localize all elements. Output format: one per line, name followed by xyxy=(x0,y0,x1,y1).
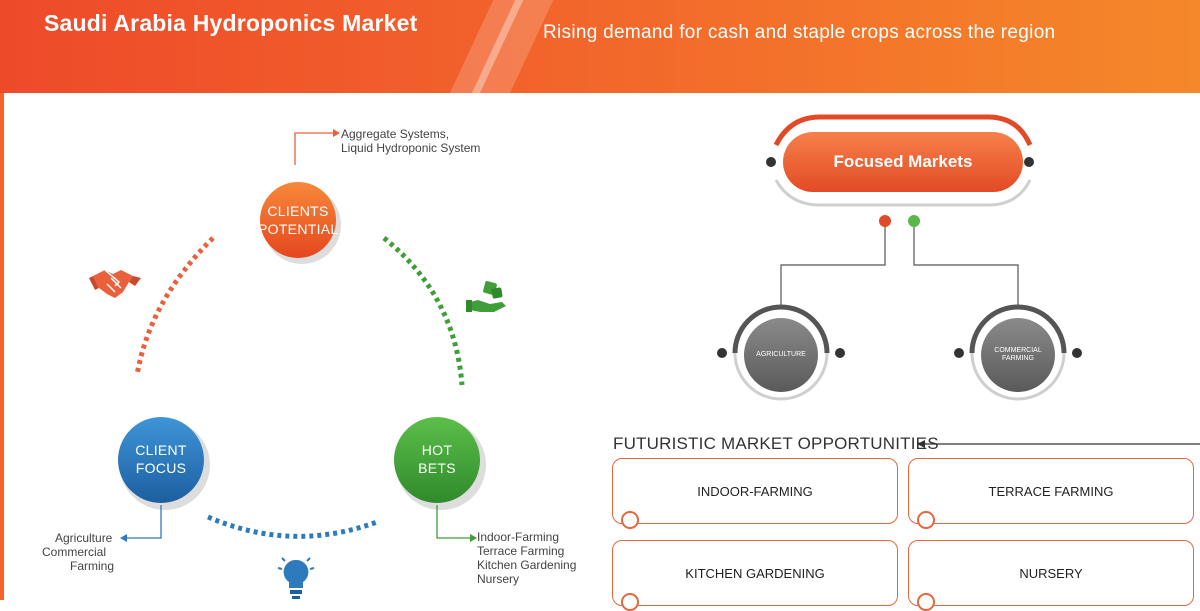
agriculture-ring-accent xyxy=(732,304,830,354)
hot-bets-arrow xyxy=(470,534,477,542)
clients-potential-circle xyxy=(260,182,336,258)
focused-markets-pill xyxy=(783,132,1023,192)
hot-bets-note: Indoor-Farming Terrace Farming Kitchen G… xyxy=(477,530,577,586)
focused-markets-arc-top xyxy=(773,114,1033,147)
handshake-icon xyxy=(89,269,141,298)
focused-markets-arc-bottom xyxy=(774,179,1032,207)
opportunity-box-kitchen-gardening: KITCHEN GARDENING xyxy=(612,540,898,611)
money-hand-icon xyxy=(466,281,506,312)
green-dot xyxy=(908,215,920,227)
hot-bets-circle xyxy=(394,417,480,503)
agriculture-label: AGRICULTURE xyxy=(756,351,806,358)
header-banner: Saudi Arabia Hydroponics Market Rising d… xyxy=(0,0,1200,93)
opportunity-box-terrace-farming: TERRACE FARMING xyxy=(908,458,1194,529)
opportunity-box-indoor-farming: INDOOR-FARMING xyxy=(612,458,898,529)
clients-potential-label: CLIENTS POTENTIAL xyxy=(258,203,339,237)
connector-right xyxy=(913,227,1019,305)
opportunity-label: TERRACE FARMING xyxy=(988,483,1114,499)
opportunity-label: KITCHEN GARDENING xyxy=(685,565,825,581)
client-focus-note: Agriculture Commercial Farming xyxy=(42,531,115,573)
commercial-farming-ring-accent xyxy=(969,304,1067,354)
pill-right-dot xyxy=(1024,157,1034,167)
focused-markets-label: Focused Markets xyxy=(833,152,973,171)
opportunities-arrow-head xyxy=(917,440,925,448)
opportunities-title: FUTURISTIC MARKET OPPORTUNITIES xyxy=(613,434,939,453)
client-focus-circle xyxy=(118,417,204,503)
commercial-farming-left-dot xyxy=(954,348,964,358)
left-border xyxy=(0,93,4,600)
commercial-farming-label: COMMERCIAL FARMING xyxy=(994,347,1042,362)
lightbulb-icon xyxy=(277,557,315,599)
arc-blue xyxy=(207,514,378,539)
box-knob xyxy=(621,593,639,611)
page-subtitle: Rising demand for cash and staple crops … xyxy=(543,22,1056,43)
opportunity-label: NURSERY xyxy=(1019,565,1083,581)
pill-left-dot xyxy=(766,157,776,167)
arc-green xyxy=(382,236,465,386)
connector-left xyxy=(780,227,886,305)
client-focus-arrow xyxy=(120,534,127,542)
opportunity-label: INDOOR-FARMING xyxy=(697,483,813,499)
box-knob xyxy=(621,511,639,529)
clients-potential-note: Aggregate Systems, Liquid Hydroponic Sys… xyxy=(341,127,481,155)
hot-bets-label: HOT BETS xyxy=(418,442,456,476)
client-focus-label: CLIENT FOCUS xyxy=(135,442,187,476)
commercial-farming-right-dot xyxy=(1072,348,1082,358)
agriculture-circle xyxy=(744,318,818,392)
agriculture-right-dot xyxy=(835,348,845,358)
red-dot xyxy=(879,215,891,227)
box-knob xyxy=(917,511,935,529)
client-focus-connector xyxy=(127,505,162,539)
arc-orange xyxy=(134,236,215,376)
agriculture-left-dot xyxy=(717,348,727,358)
commercial-farming-circle xyxy=(981,318,1055,392)
page-title: Saudi Arabia Hydroponics Market xyxy=(44,10,418,36)
clients-potential-arrow xyxy=(333,129,340,137)
hot-bets-connector xyxy=(436,505,470,539)
opportunity-box-nursery: NURSERY xyxy=(908,540,1194,611)
clients-potential-connector xyxy=(294,132,333,165)
box-knob xyxy=(917,593,935,611)
